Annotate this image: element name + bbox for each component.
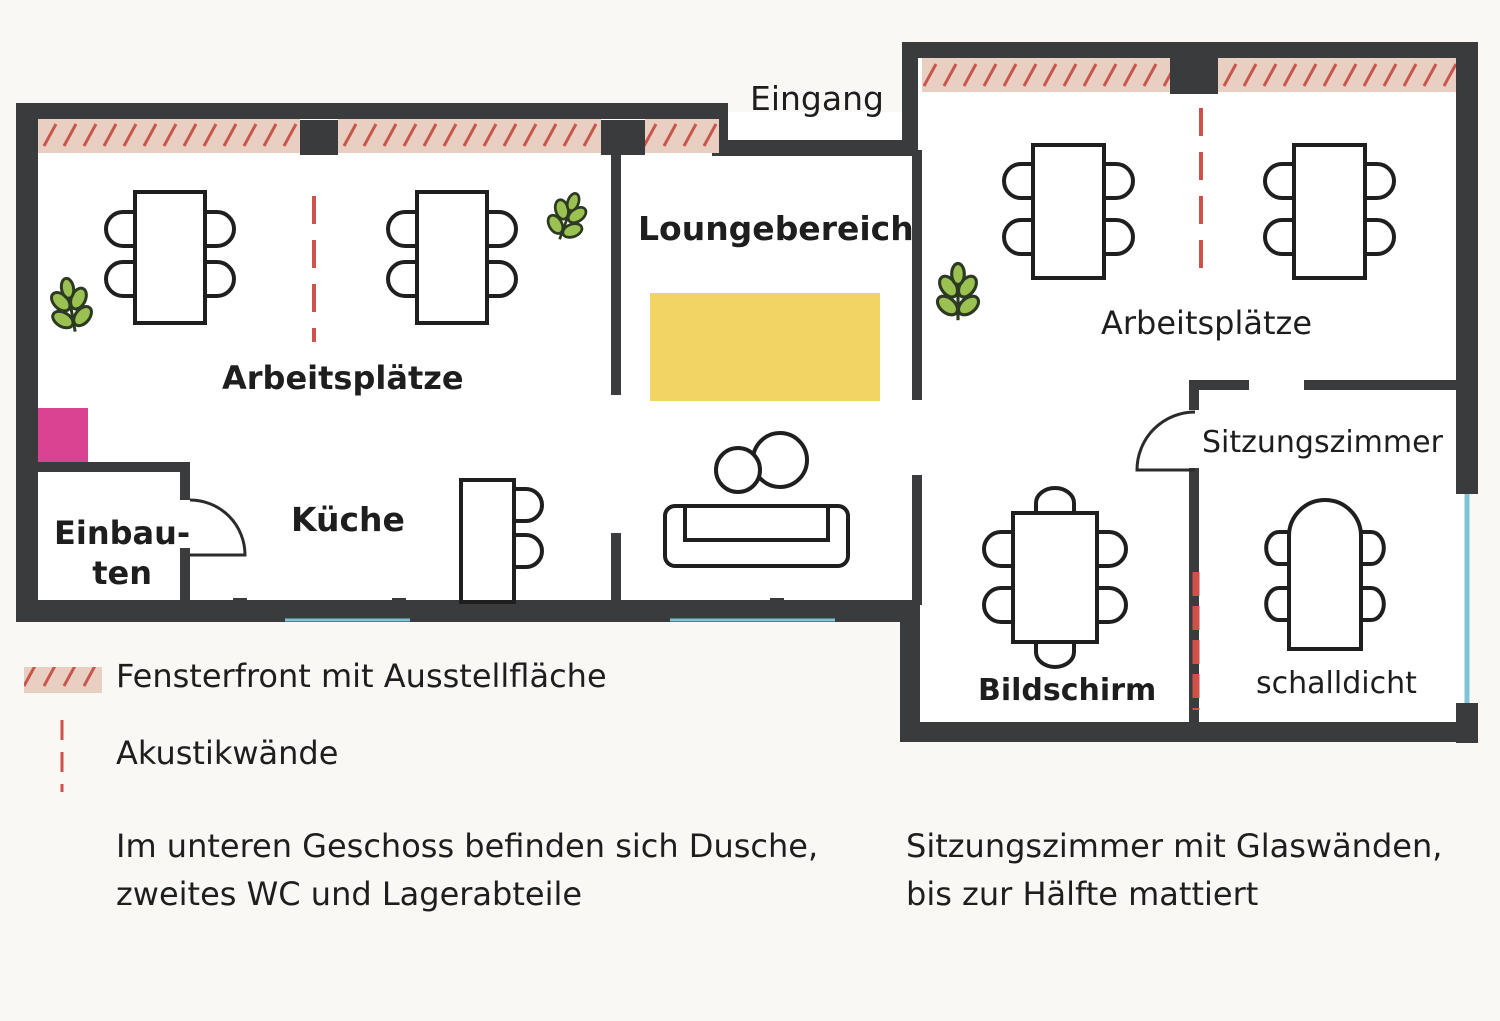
window-fronts [38,58,1456,153]
label-built-in-line2: ten [92,554,152,592]
window-front [922,58,1170,92]
window-front [338,119,601,153]
note-meeting-glass-line2: bis zur Hälfte mattiert [906,875,1259,913]
desk-group [1002,143,1135,280]
legend-acoustic-walls: Akustikwände [116,734,339,772]
conference-table [982,486,1128,669]
label-screen: Bildschirm [978,673,1157,708]
meeting-table [1264,498,1386,651]
label-lounge: Loungebereich [638,209,914,248]
doors [189,410,1196,557]
legend-window-front: Fensterfront mit Ausstellfläche [116,657,607,695]
window-front [645,119,719,153]
label-workspaces-left: Arbeitsplätze [222,359,464,397]
side-table [751,431,809,489]
label-built-in-line1: Einbau- [54,514,191,552]
legend-window-swatch [24,667,102,693]
label-workspaces-right: Arbeitsplätze [1101,304,1312,342]
desk-group [386,190,518,325]
note-meeting-glass: Sitzungszimmer mit Glaswänden, bis zur H… [906,822,1442,918]
label-entrance: Eingang [750,79,884,118]
label-meeting-room: Sitzungszimmer [1202,425,1443,460]
desk-group [1263,143,1396,280]
note-lower-floor: Im unteren Geschoss befinden sich Dusche… [116,822,818,918]
note-lower-floor-line1: Im unteren Geschoss befinden sich Dusche… [116,827,819,865]
door [189,498,247,557]
label-soundproof: schalldicht [1244,657,1429,711]
acoustic-walls [312,108,1203,710]
label-kitchen: Küche [291,500,405,539]
window-front [1218,58,1456,92]
kitchen-counter [459,478,544,604]
lounge-rug [650,293,880,401]
side-table [714,446,762,494]
note-lower-floor-line2: zweites WC und Lagerabteile [116,875,583,913]
label-built-in: Einbau- ten [54,513,190,593]
window-front [38,119,300,153]
desk-group [104,190,236,325]
sofa [663,504,850,568]
glass-walls [285,494,1470,703]
furniture [104,143,1396,669]
built-in-block [38,408,88,462]
door [1135,410,1196,472]
note-meeting-glass-line1: Sitzungszimmer mit Glaswänden, [906,827,1443,865]
